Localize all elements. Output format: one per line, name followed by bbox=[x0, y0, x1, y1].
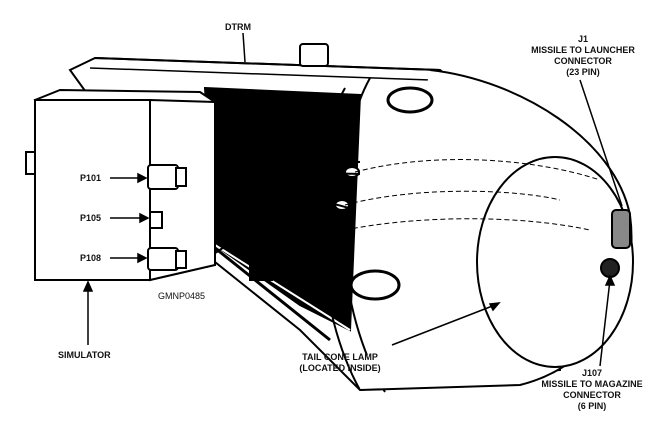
tail-cone bbox=[476, 156, 634, 368]
tail-cone-lamp-line2: (LOCATED INSIDE) bbox=[299, 363, 381, 373]
j107-label-line4: (6 PIN) bbox=[577, 401, 607, 411]
j1-label-line1: J1 bbox=[577, 34, 588, 44]
tail-cone-lamp-label: TAIL CONE LAMP (LOCATED INSIDE) bbox=[290, 352, 390, 374]
p105-plug bbox=[149, 211, 163, 229]
j1-connector bbox=[611, 209, 631, 249]
p108-plug bbox=[147, 247, 179, 271]
p101-plug bbox=[147, 164, 179, 190]
leader-lines bbox=[82, 32, 623, 367]
j107-label-line2: MISSILE TO MAGAZINE bbox=[541, 379, 643, 389]
p101-label: P101 bbox=[80, 173, 102, 183]
j1-label-line3: CONNECTOR bbox=[554, 56, 612, 66]
j1-label-line2: MISSILE TO LAUNCHER bbox=[531, 45, 635, 55]
tail-cone-lamp-line1: TAIL CONE LAMP bbox=[302, 352, 378, 362]
simulator-box bbox=[25, 88, 216, 282]
dtrm-label: DTRM bbox=[225, 22, 251, 32]
j107-label-line1: J107 bbox=[581, 368, 603, 378]
p105-label: P105 bbox=[80, 213, 102, 223]
j107-label: J107 MISSILE TO MAGAZINE CONNECTOR (6 PI… bbox=[538, 368, 646, 412]
p108-label: P108 bbox=[80, 253, 102, 263]
j1-label: J1 MISSILE TO LAUNCHER CONNECTOR (23 PIN… bbox=[530, 34, 636, 78]
simulator-label: SIMULATOR bbox=[58, 350, 111, 360]
j1-label-line4: (23 PIN) bbox=[566, 67, 600, 77]
j107-label-line3: CONNECTOR bbox=[563, 390, 621, 400]
figure-id: GMNP0485 bbox=[158, 291, 206, 301]
